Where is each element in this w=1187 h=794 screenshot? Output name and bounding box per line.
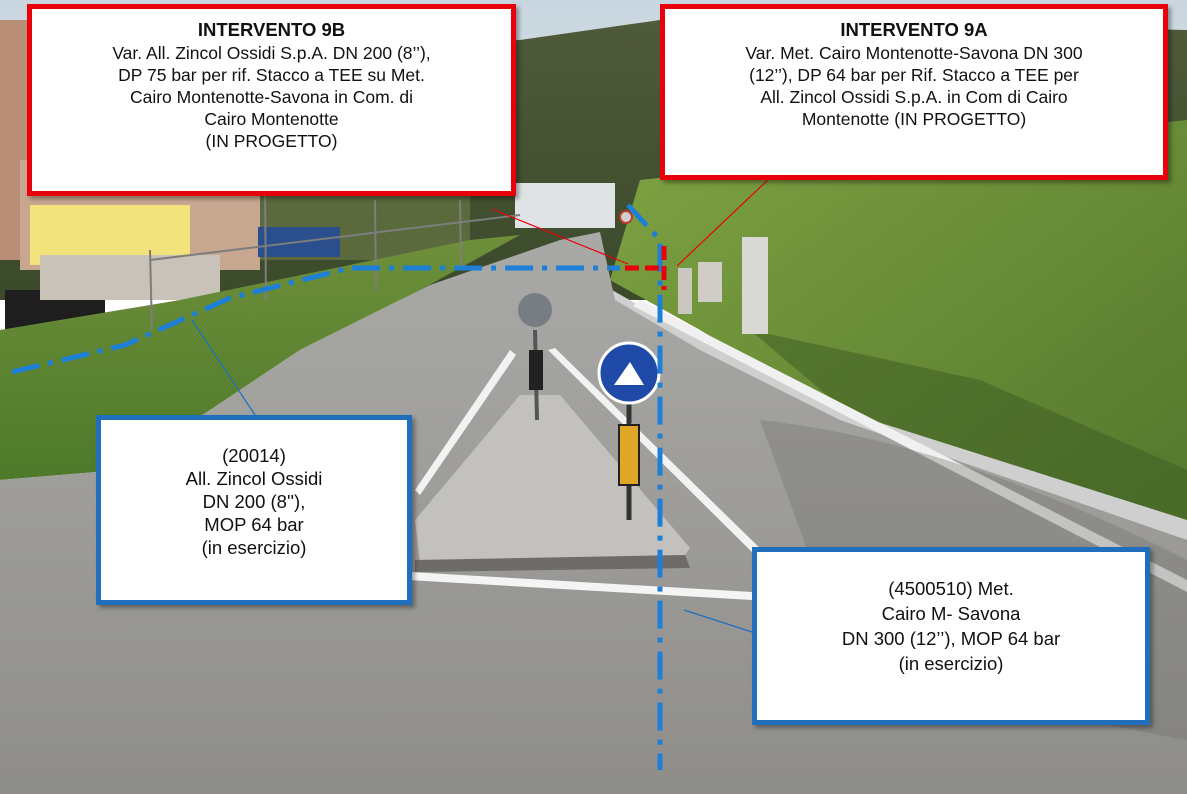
keep-right-arrow (614, 362, 644, 385)
callout-9b-line-5: (IN PROGETTO) (205, 131, 338, 151)
stop-line (408, 572, 752, 600)
rear-sign-bollard (529, 350, 543, 390)
utility-marker-post (678, 268, 692, 314)
callout-zincol-existing: (20014) All. Zincol Ossidi DN 200 (8''),… (96, 415, 412, 605)
leader-line-zincol (191, 319, 256, 416)
traffic-island (415, 395, 690, 562)
distant-sign (619, 210, 633, 224)
concrete-blocks (40, 255, 220, 300)
callout-9b-line-3: Cairo Montenotte-Savona in Com. di (129, 87, 414, 107)
callout-intervento-9b: INTERVENTO 9B Var. All. Zincol Ossidi S.… (27, 4, 516, 196)
rear-sign (518, 293, 552, 327)
callout-9b-line-1: Var. All. Zincol Ossidi S.p.A. DN 200 (8… (112, 43, 431, 63)
callout-9a-line-4: Montenotte (IN PROGETTO) (801, 109, 1027, 129)
utility-cabinet-tall (742, 237, 768, 334)
callout-9a-line-3: All. Zincol Ossidi S.p.A. in Com di Cair… (760, 87, 1068, 107)
lane-line-right (633, 300, 1187, 592)
callout-met-line-3: DN 300 (12’’), MOP 64 bar (841, 628, 1061, 649)
planned-pipeline-variants (625, 246, 667, 290)
utility-cabinet-small (698, 262, 722, 302)
white-building (515, 183, 615, 228)
callout-zincol-line-3: DN 200 (8''), (202, 491, 306, 512)
callout-met-existing: (4500510) Met. Cairo M- Savona DN 300 (1… (752, 547, 1150, 725)
callout-9b-line-4: Cairo Montenotte (204, 109, 339, 129)
callout-zincol-line-1: (20014) (222, 445, 286, 466)
island-curb (415, 555, 690, 572)
callout-met-line-2: Cairo M- Savona (881, 603, 1021, 624)
callout-intervento-9a: INTERVENTO 9A Var. Met. Cairo Montenotte… (660, 4, 1168, 180)
fence (149, 189, 521, 331)
callout-met-line-1: (4500510) Met. (888, 578, 1014, 599)
callout-9a-line-2: (12’’), DP 64 bar per Rif. Stacco a TEE … (749, 65, 1079, 85)
callout-met-line-4: (in esercizio) (898, 653, 1004, 674)
existing-pipeline-routes (11, 203, 663, 770)
yellow-bollard (618, 424, 640, 486)
existing-pipeline-zincol (11, 265, 620, 375)
callout-9a-title: INTERVENTO 9A (840, 19, 988, 40)
callout-zincol-line-5: (in esercizio) (201, 537, 307, 558)
existing-pipeline-met (626, 203, 663, 770)
lane-line-left (415, 350, 516, 495)
callout-zincol-line-2: All. Zincol Ossidi (185, 468, 323, 489)
callout-zincol-line-4: MOP 64 bar (204, 514, 304, 535)
leader-line-9a (676, 175, 773, 267)
callout-9a-line-1: Var. Met. Cairo Montenotte-Savona DN 300 (745, 43, 1083, 63)
leader-line-9b (491, 208, 629, 265)
right-curb (605, 290, 1187, 540)
leader-line-met (683, 609, 753, 633)
callout-9b-title: INTERVENTO 9B (197, 19, 346, 40)
callout-9b-line-2: DP 75 bar per rif. Stacco a TEE su Met. (118, 65, 425, 85)
